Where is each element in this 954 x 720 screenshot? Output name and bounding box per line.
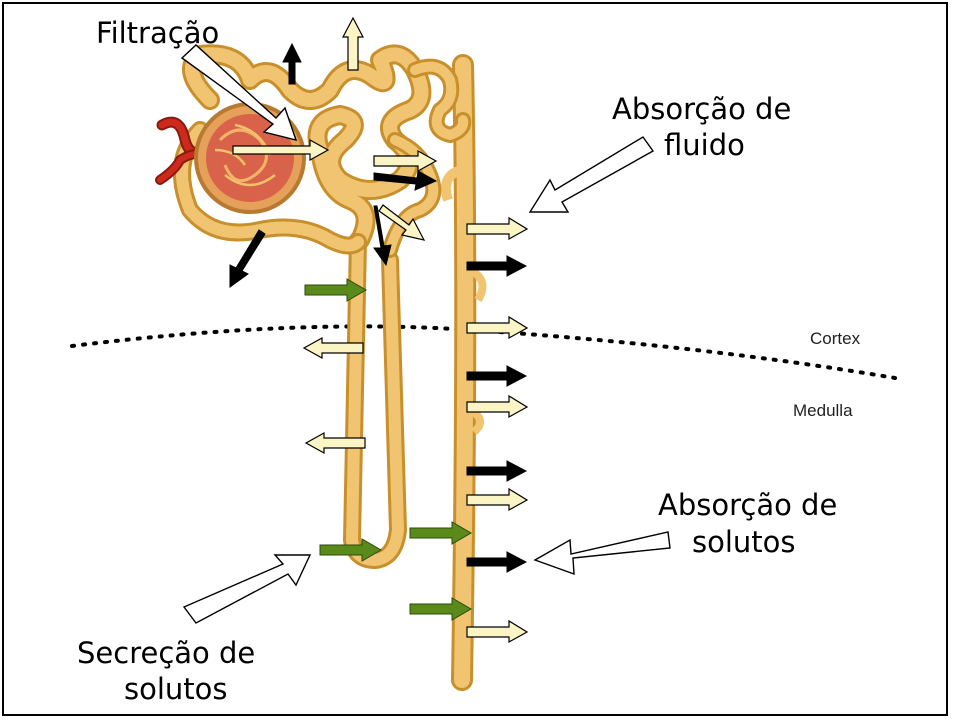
dark-arrow [467,552,526,572]
fluid-absorption-label-line2: fluido [664,128,745,162]
solute-secretion-label-line1: Secreção de [77,636,255,670]
solute-absorption-pointer-arrow [535,532,670,574]
solute-secretion-label-line2: solutos [124,672,228,706]
filtration-label: Filtração [96,16,219,50]
light-arrow [467,489,527,510]
cortex-medulla-boundary [72,326,895,378]
fluid-absorption-pointer-arrow [530,137,653,212]
cortex-label: Cortex [810,329,860,349]
fluid-absorption-label-line1: Absorção de [612,92,791,126]
solute-absorption-label-line1: Absorção de [658,488,837,522]
dark-arrow [467,461,526,481]
solute-secretion-pointer-arrow [184,555,310,623]
medulla-label: Medulla [793,401,853,421]
light-arrow [467,621,527,642]
solute-absorption-label-line2: solutos [692,525,796,559]
